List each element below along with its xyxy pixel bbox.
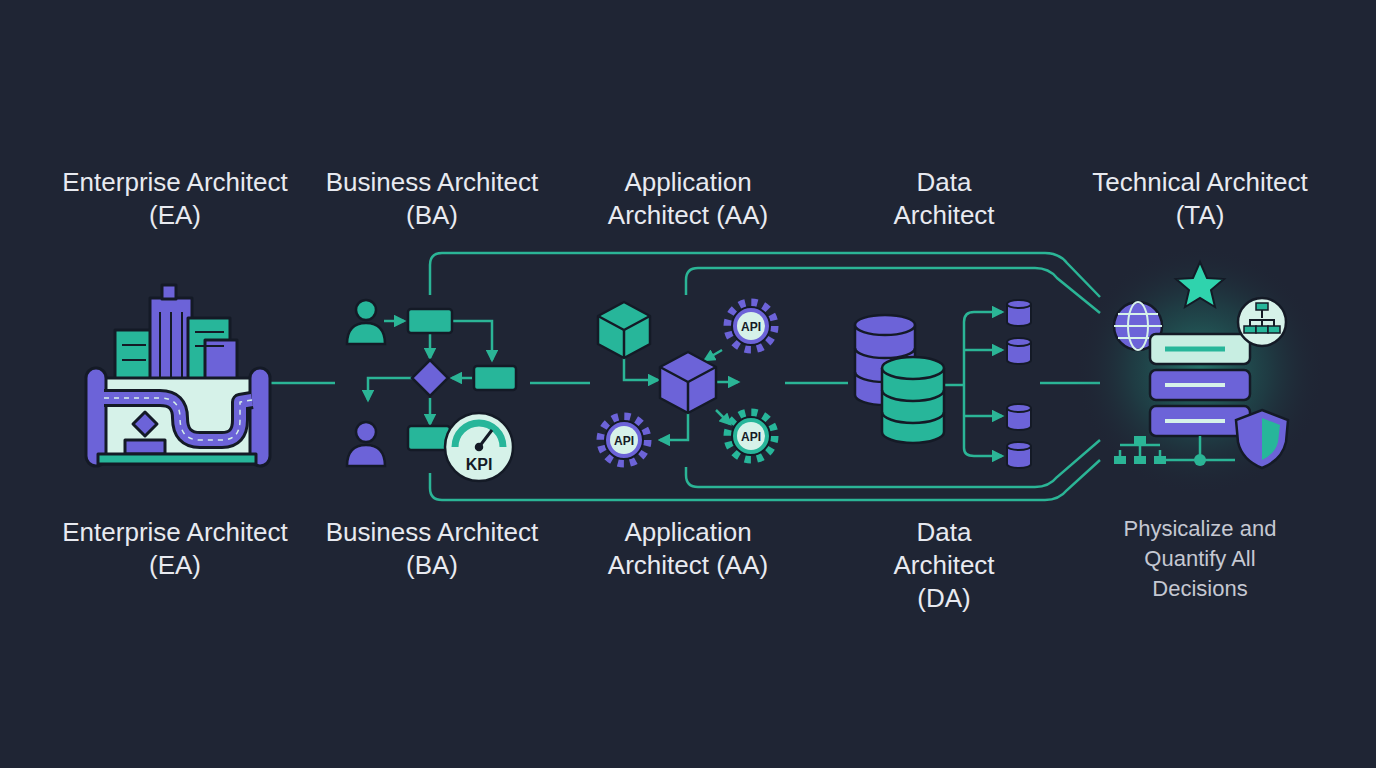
application-icon: API API API [598,302,774,463]
api-label: API [741,320,761,334]
connector-line [530,382,590,385]
role-caption: Application Architect (AA) [573,516,803,582]
connector-line [430,253,1100,297]
role-caption: Enterprise Architect (EA) [60,516,290,582]
city-map-icon [86,285,270,466]
connector-line [430,460,1100,500]
api-label: API [741,430,761,444]
architect-column: Technical Architect (TA)Physicalize and … [1100,255,1295,470]
role-caption: Physicalize and Quantify All Decisions [1120,514,1280,604]
server-icon [1075,245,1325,495]
architect-column: Enterprise Architect (EA)Enterprise Arch… [90,272,270,472]
role-heading: Data Architect [869,166,1019,232]
api-label: API [614,434,634,448]
flowchart-icon: KPI [347,300,516,481]
role-heading: Application Architect (AA) [573,166,803,232]
architect-column: Business Architect (BA)Business Architec… [335,295,530,473]
connector-line [785,382,848,385]
role-heading: Technical Architect (TA) [1085,166,1315,232]
architect-column: Data ArchitectData Architect (DA) [848,300,1040,470]
kpi-label: KPI [466,456,493,473]
architect-column: Application Architect (AA)Application Ar… [590,295,785,467]
connector-line [270,382,335,385]
role-caption: Data Architect (DA) [869,516,1019,615]
role-heading: Business Architect (BA) [317,166,547,232]
database-icon [855,300,1031,468]
role-caption: Business Architect (BA) [317,516,547,582]
role-heading: Enterprise Architect (EA) [60,166,290,232]
